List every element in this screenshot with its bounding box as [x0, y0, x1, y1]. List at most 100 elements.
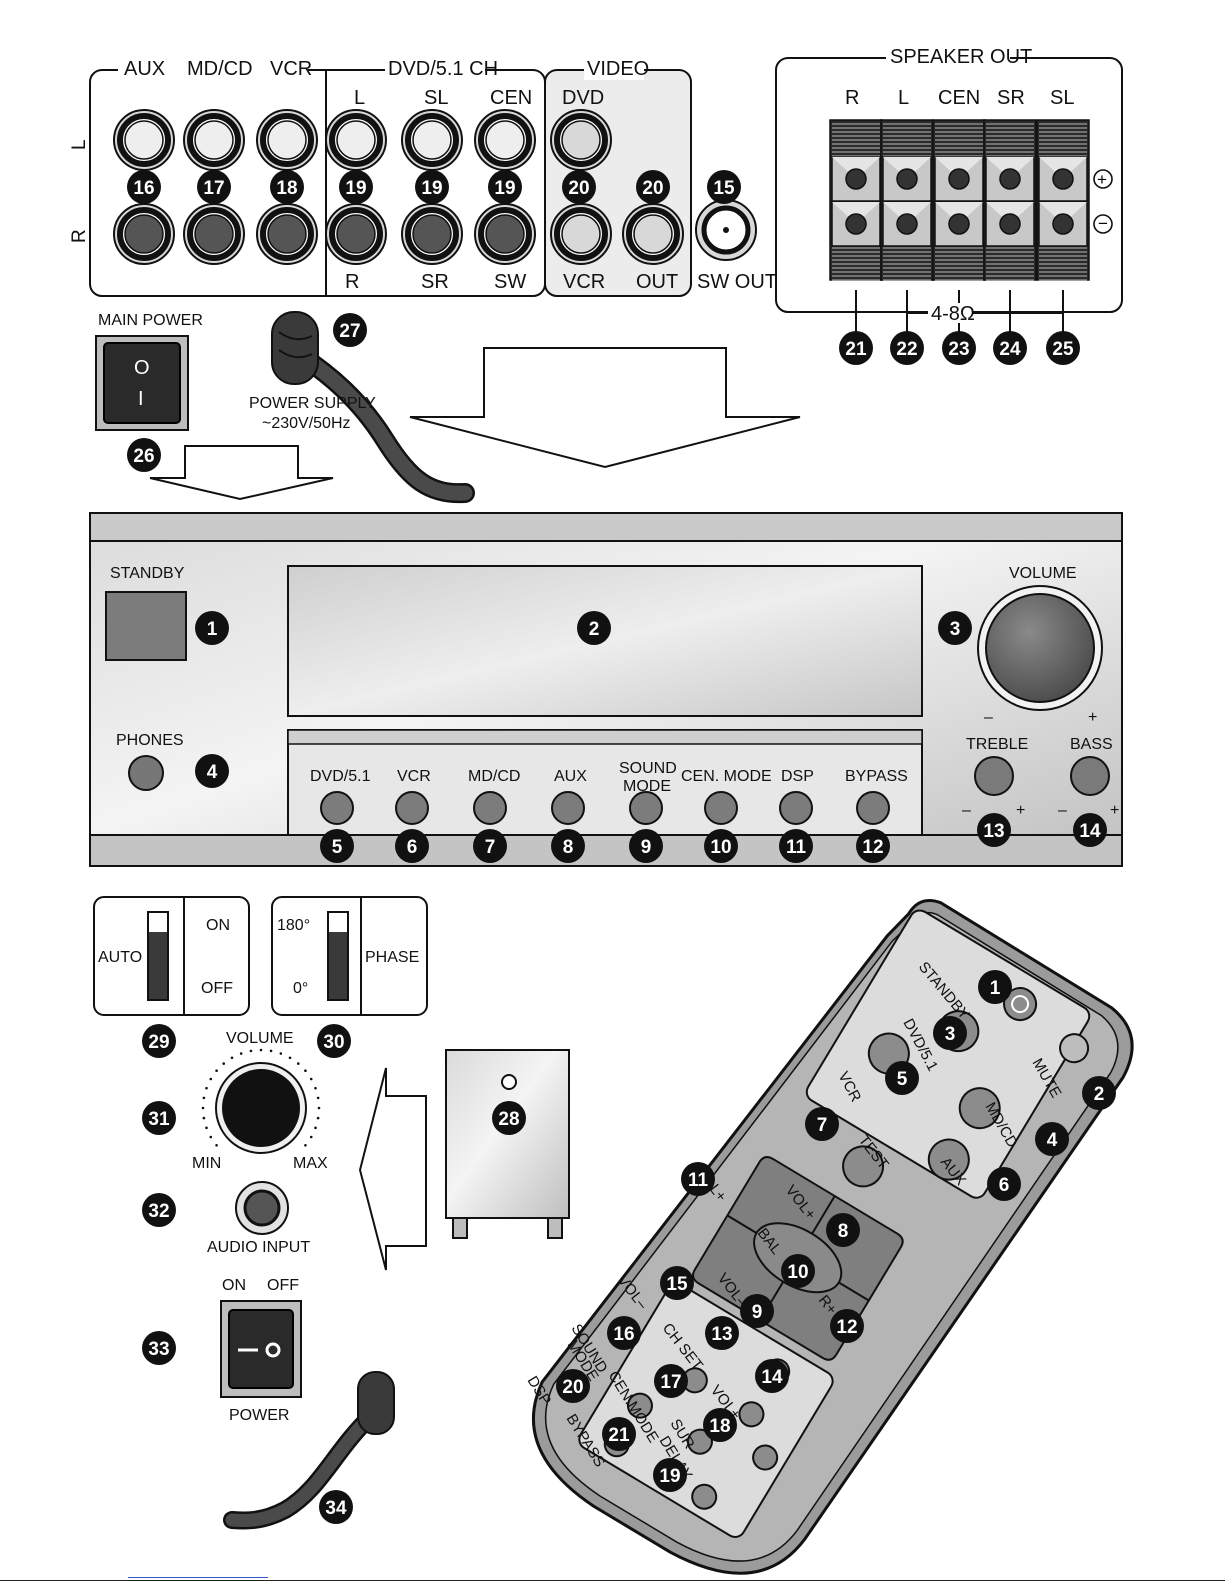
callout-number: 11 [786, 837, 807, 858]
callout-number: 3 [945, 1024, 956, 1045]
callout-rear-7: 20 [636, 170, 670, 204]
volume-label: VOLUME [1009, 565, 1077, 582]
callout-disc [492, 1101, 526, 1135]
callout-number: 34 [325, 1498, 347, 1519]
minus-symbol-icon [1093, 214, 1113, 234]
remote-mute-button[interactable] [1055, 1029, 1093, 1067]
rca-jack-top-4[interactable] [401, 109, 463, 171]
callout-rear-2: 18 [270, 170, 304, 204]
speaker-terminal-4[interactable] [1036, 119, 1090, 281]
callout-disc [142, 1193, 176, 1227]
callout-number: 6 [999, 1175, 1010, 1196]
remote-button-11[interactable] [623, 1389, 656, 1422]
callout-sub-33: 33 [142, 1331, 176, 1365]
speaker-terminal-2[interactable] [932, 119, 986, 281]
button-strip [287, 729, 923, 836]
callout-number: 14 [761, 1367, 783, 1388]
rca-jack-video-out[interactable] [622, 203, 684, 265]
callout-remote-19: 19 [653, 1458, 687, 1492]
remote-button-9[interactable] [735, 1398, 768, 1431]
rca-jack-top-0[interactable] [113, 109, 175, 171]
speaker-terminal-3[interactable] [983, 119, 1037, 281]
callout-front-5: 5 [320, 829, 354, 863]
rca-jack-bottom-5[interactable] [474, 203, 536, 265]
volume-minus: – [984, 709, 993, 726]
rca-jack-bottom-2[interactable] [256, 203, 318, 265]
rca-jack-bottom-0[interactable] [113, 203, 175, 265]
volume-knob[interactable] [985, 593, 1095, 703]
callout-rear-8: 15 [707, 170, 741, 204]
callout-front-4: 4 [195, 754, 229, 788]
volume-plus: + [1088, 709, 1097, 726]
callout-number: 5 [332, 837, 343, 858]
speaker-terminal-1[interactable] [880, 119, 934, 281]
rca-jack-top-1[interactable] [183, 109, 245, 171]
speaker-terminal-0[interactable] [829, 119, 883, 281]
standby-button[interactable] [105, 591, 187, 661]
rear-input-panel: AUX MD/CD VCR DVD/5.1 CH VIDEO L R L SL … [69, 58, 777, 297]
callout-disc [703, 1408, 737, 1442]
callout-rear-1: 17 [197, 170, 231, 204]
callout-number: 18 [276, 178, 297, 199]
callout-remote-10: 10 [781, 1254, 815, 1288]
callout-number: 21 [845, 339, 867, 360]
callout-sub-32: 32 [142, 1193, 176, 1227]
minus-symbol: − [1098, 214, 1108, 233]
treble-knob[interactable] [974, 756, 1014, 796]
sub-power-label: POWER [229, 1407, 289, 1424]
sub-power-switch[interactable] [228, 1309, 294, 1389]
callout-number: 14 [1079, 821, 1101, 842]
rca-jack-top-2[interactable] [256, 109, 318, 171]
front-button-3[interactable] [551, 791, 585, 825]
callout-remote-7: 7 [805, 1107, 839, 1141]
rca-jack-top-3[interactable] [325, 109, 387, 171]
sub-power-cord [223, 1371, 395, 1530]
remote-button-10[interactable] [749, 1441, 782, 1474]
callout-disc [1035, 1122, 1069, 1156]
main-power-switch[interactable] [103, 342, 181, 424]
callout-disc [320, 829, 354, 863]
remote-button-4[interactable] [921, 1132, 976, 1187]
remote-button-14[interactable] [688, 1480, 721, 1513]
bass-knob[interactable] [1070, 756, 1110, 796]
remote-button-3[interactable] [952, 1081, 1007, 1136]
auto-switch-panel [93, 896, 250, 1016]
callout-remote-16: 16 [607, 1316, 641, 1350]
speaker-channel-l: L [898, 87, 909, 109]
front-button-1[interactable] [395, 791, 429, 825]
front-button-4[interactable] [629, 791, 663, 825]
front-button-label: SOUND [619, 760, 677, 777]
rca-jack-vcr-video[interactable] [550, 203, 612, 265]
front-button-label: BYPASS [845, 768, 908, 785]
callout-number: 12 [836, 1317, 857, 1338]
rca-jack-dvd-video[interactable] [550, 109, 612, 171]
callout-front-14: 14 [1073, 813, 1107, 847]
callout-remote-21: 21 [602, 1417, 636, 1451]
front-button-6[interactable] [779, 791, 813, 825]
callout-rear-5: 19 [488, 170, 522, 204]
rca-jack-sw-out[interactable] [695, 199, 757, 261]
speaker-channel-cen: CEN [938, 87, 980, 109]
sub-power-off-label: OFF [267, 1277, 299, 1294]
phones-jack[interactable] [128, 755, 164, 791]
front-button-5[interactable] [704, 791, 738, 825]
front-button-7[interactable] [856, 791, 890, 825]
callout-disc [195, 611, 229, 645]
treble-minus: – [962, 802, 971, 819]
rca-jack-top-5[interactable] [474, 109, 536, 171]
callout-number: 2 [1094, 1084, 1105, 1105]
callout-remote-6: 6 [987, 1167, 1021, 1201]
rca-jack-bottom-4[interactable] [401, 203, 463, 265]
front-button-2[interactable] [473, 791, 507, 825]
callout-disc [942, 331, 976, 365]
remote-button-5[interactable] [836, 1139, 891, 1194]
callout-disc [1082, 1076, 1116, 1110]
front-button-0[interactable] [320, 791, 354, 825]
rca-jack-bottom-1[interactable] [183, 203, 245, 265]
phones-label: PHONES [116, 732, 184, 749]
sub-volume-knob[interactable] [222, 1069, 300, 1147]
callout-remote-4: 4 [1035, 1122, 1069, 1156]
